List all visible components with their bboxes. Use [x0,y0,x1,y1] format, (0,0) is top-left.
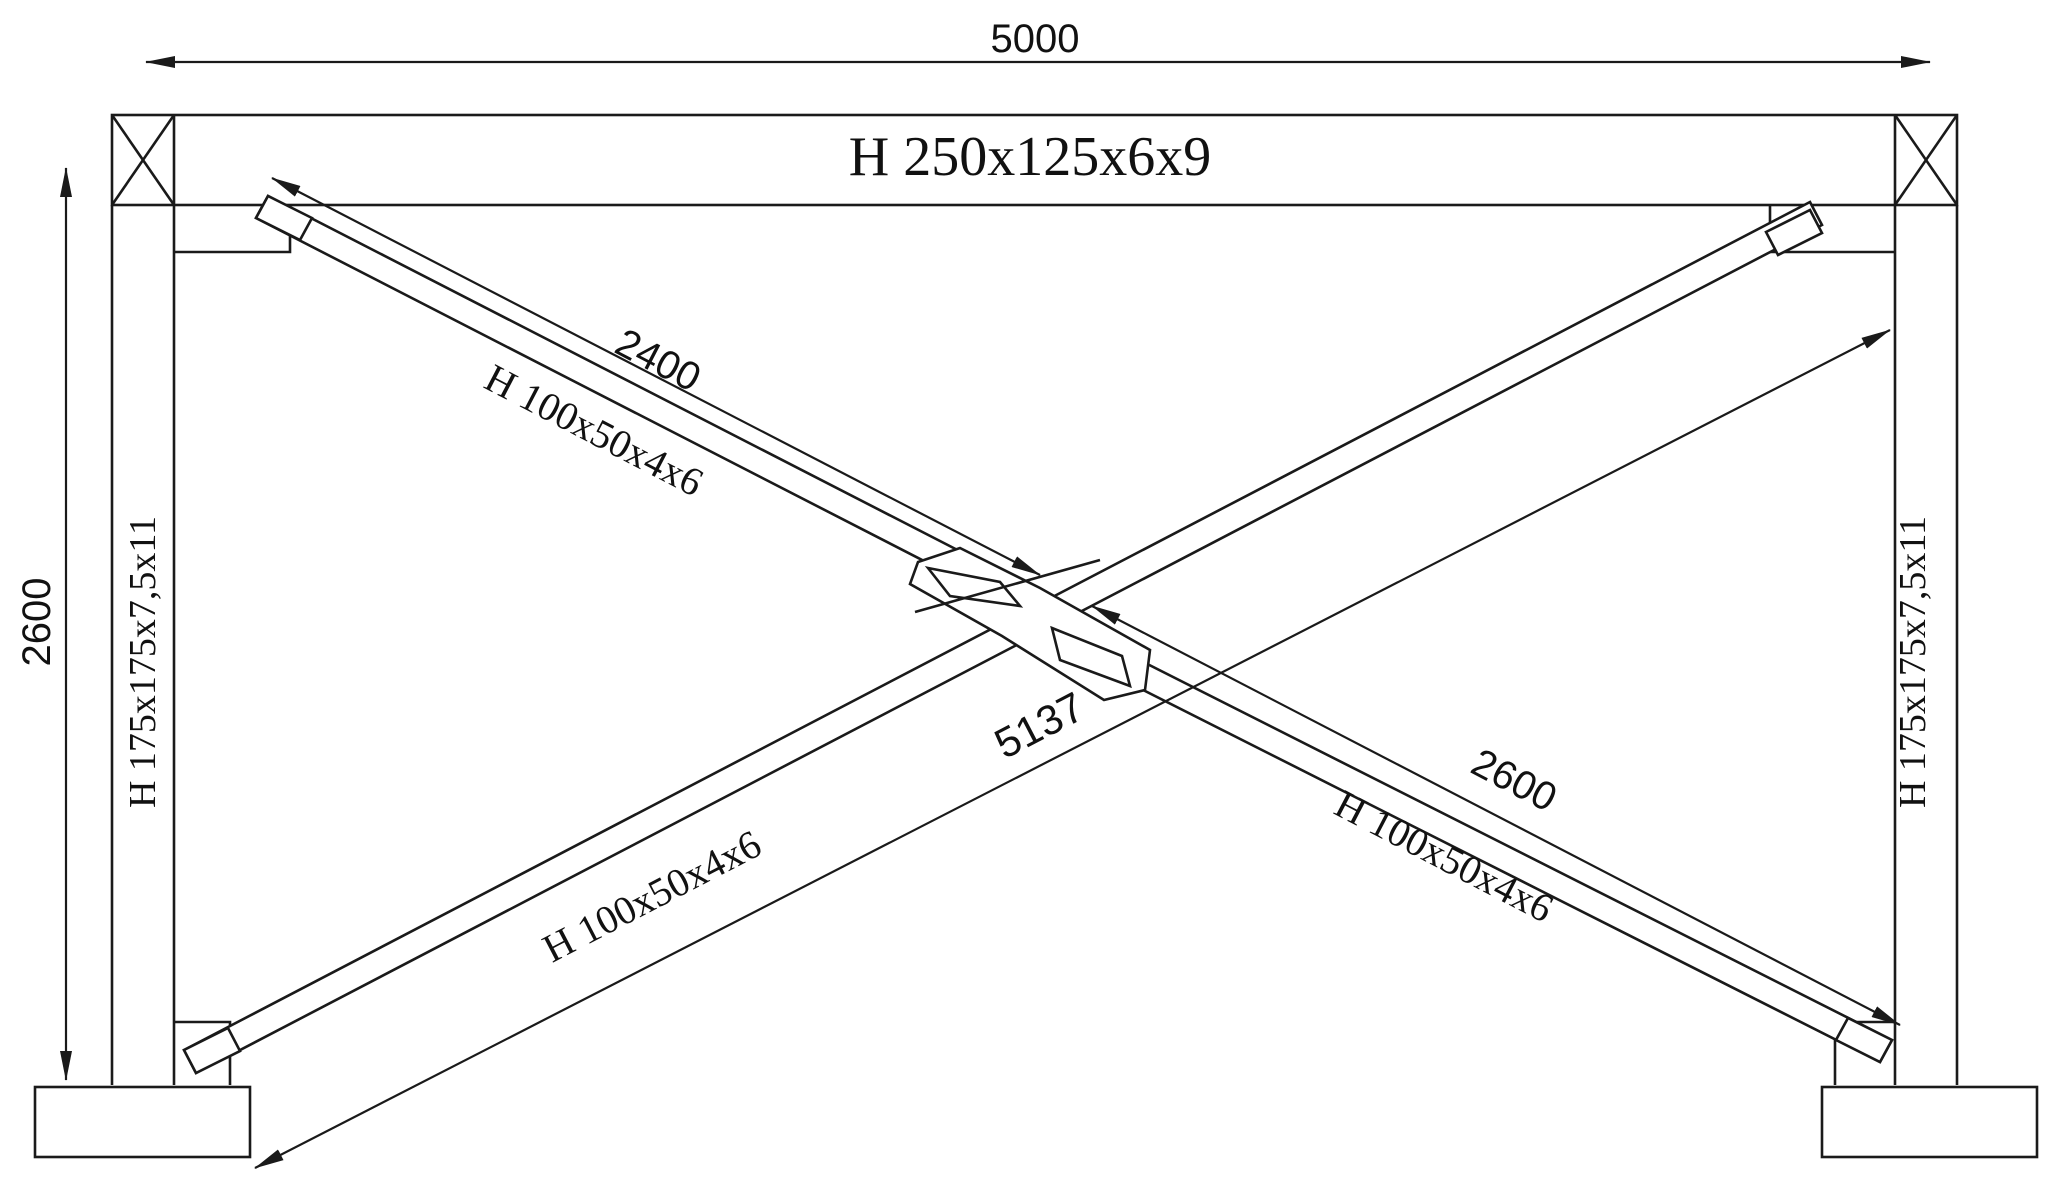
right-column-label: H 175x175x7,5x11 [1892,516,1934,808]
lower-right-segment-line [1091,605,1901,1026]
upper-left-segment-dimension: 2400 [271,177,1041,576]
brace-lower-left-label: H 100x50x4x6 [535,821,768,971]
footing-left [33,1085,252,1159]
brace-b-end-plate [1834,1016,1894,1064]
diagonal-dimension: 5137 [254,329,1891,1169]
footing-right [1820,1085,2039,1159]
footings [33,1085,2039,1159]
brace-a-end-plate [182,1026,242,1075]
height-dimension: 2600 [15,167,72,1081]
diagonal-dimension-label: 5137 [987,683,1092,768]
gusset-bottom-left [174,1020,232,1085]
left-column: H 175x175x7,5x11 [110,205,176,1085]
height-dimension-label: 2600 [15,578,59,667]
diagonal-dimension-line [254,329,1891,1169]
top-beam-label: H 250x125x6x9 [849,126,1211,188]
brace-top-left-to-center [254,194,1014,602]
left-column-label: H 175x175x7,5x11 [122,516,164,808]
brace-a-end-plate [1764,208,1824,257]
top-beam: H 250x125x6x9 [110,113,1959,207]
lower-right-segment-dimension: 2600 [1091,605,1901,1026]
width-dimension: 5000 [145,17,1931,68]
right-column: H 175x175x7,5x11 [1892,205,1959,1085]
width-dimension-label: 5000 [991,17,1080,61]
lower-right-segment-label: 2600 [1464,740,1563,820]
